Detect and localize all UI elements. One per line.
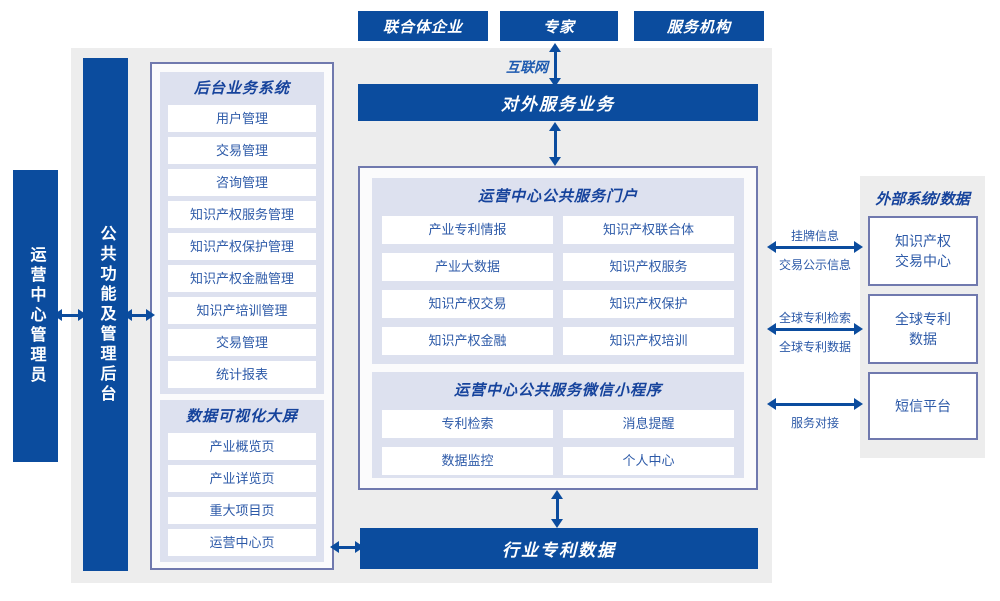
dashboard-item: 运营中心页 xyxy=(168,529,316,556)
external-system-ip-exchange: 知识产权 交易中心 xyxy=(868,216,978,286)
bidirectional-arrow-icon xyxy=(767,241,863,253)
portal-panel: 运营中心公共服务门户 产业专利情报 知识产权联合体 产业大数据 知识产权服务 知… xyxy=(372,178,744,364)
backend-item: 知识产培训管理 xyxy=(168,297,316,324)
data-visualization-panel: 数据可视化大屏 产业概览页 产业详览页 重大项目页 运营中心页 xyxy=(160,400,324,562)
external-system-label: 数据 xyxy=(909,331,937,347)
industry-patent-data-bar: 行业专利数据 xyxy=(360,528,758,569)
link-label-listing-info: 挂牌信息 xyxy=(790,229,839,243)
miniprogram-item: 专利检索 xyxy=(382,410,553,438)
miniprogram-item: 个人中心 xyxy=(563,447,734,475)
actor-box-alliance-enterprises: 联合体企业 xyxy=(358,11,488,41)
link-label-global-patent-data: 全球专利数据 xyxy=(778,340,851,354)
bidirectional-arrow-icon xyxy=(330,541,364,553)
external-system-global-patent-data: 全球专利 数据 xyxy=(868,294,978,364)
portal-item: 产业大数据 xyxy=(382,253,553,281)
miniprogram-items-grid: 专利检索 消息提醒 数据监控 个人中心 xyxy=(382,410,734,475)
external-service-bar: 对外服务业务 xyxy=(358,84,758,121)
backend-item: 咨询管理 xyxy=(168,169,316,196)
dashboard-item: 产业概览页 xyxy=(168,433,316,460)
bidirectional-arrow-icon xyxy=(767,323,863,335)
dashboard-panel-title: 数据可视化大屏 xyxy=(185,408,298,425)
operations-admin-label: 运营中心管理员 xyxy=(27,246,45,386)
public-function-backend-label: 公共功能及管理后台 xyxy=(97,224,115,405)
actor-box-experts: 专家 xyxy=(500,11,618,41)
external-system-label: 知识产权 xyxy=(895,233,951,249)
backend-item: 知识产权服务管理 xyxy=(168,201,316,228)
miniprogram-item: 数据监控 xyxy=(382,447,553,475)
external-system-label: 交易中心 xyxy=(895,253,951,269)
link-label-trade-publicity-info: 交易公示信息 xyxy=(778,258,851,272)
portal-item: 产业专利情报 xyxy=(382,216,553,244)
external-system-sms-platform: 短信平台 xyxy=(868,372,978,440)
portal-panel-title: 运营中心公共服务门户 xyxy=(477,188,638,205)
operations-admin-bar: 运营中心管理员 xyxy=(13,170,58,462)
dashboard-item: 重大项目页 xyxy=(168,497,316,524)
portal-item: 知识产权联合体 xyxy=(563,216,734,244)
public-function-backend-bar: 公共功能及管理后台 xyxy=(83,58,128,571)
miniprogram-panel-title: 运营中心公共服务微信小程序 xyxy=(453,382,662,399)
center-service-panel: 运营中心公共服务门户 产业专利情报 知识产权联合体 产业大数据 知识产权服务 知… xyxy=(358,166,758,490)
portal-item: 知识产权培训 xyxy=(563,327,734,355)
portal-item: 知识产权金融 xyxy=(382,327,553,355)
portal-items-grid: 产业专利情报 知识产权联合体 产业大数据 知识产权服务 知识产权交易 知识产权保… xyxy=(382,216,734,355)
portal-item: 知识产权保护 xyxy=(563,290,734,318)
external-system-label: 全球专利 xyxy=(895,311,951,327)
backend-item: 统计报表 xyxy=(168,361,316,388)
backend-item: 用户管理 xyxy=(168,105,316,132)
dashboard-item: 产业详览页 xyxy=(168,465,316,492)
backend-item: 交易管理 xyxy=(168,137,316,164)
backend-item: 知识产权金融管理 xyxy=(168,265,316,292)
link-label-service-connection: 服务对接 xyxy=(790,416,839,430)
miniprogram-panel: 运营中心公共服务微信小程序 专利检索 消息提醒 数据监控 个人中心 xyxy=(372,372,744,478)
left-systems-panel: 后台业务系统 用户管理 交易管理 咨询管理 知识产权服务管理 知识产权保护管理 … xyxy=(150,62,334,570)
actor-box-service-agencies: 服务机构 xyxy=(634,11,764,41)
bidirectional-arrow-icon xyxy=(767,398,863,410)
portal-item: 知识产权交易 xyxy=(382,290,553,318)
backend-item: 交易管理 xyxy=(168,329,316,356)
bidirectional-arrow-icon xyxy=(551,490,563,528)
internet-label: 互联网 xyxy=(506,59,548,75)
external-systems-title: 外部系统/数据 xyxy=(875,191,970,208)
bidirectional-arrow-icon xyxy=(123,309,155,321)
backend-panel-title: 后台业务系统 xyxy=(193,80,290,97)
backend-business-panel: 后台业务系统 用户管理 交易管理 咨询管理 知识产权服务管理 知识产权保护管理 … xyxy=(160,72,324,394)
bidirectional-arrow-icon xyxy=(53,309,87,321)
backend-item: 知识产权保护管理 xyxy=(168,233,316,260)
external-system-label: 短信平台 xyxy=(895,398,951,414)
link-label-global-patent-search: 全球专利检索 xyxy=(778,311,851,325)
bidirectional-arrow-icon xyxy=(549,43,561,87)
miniprogram-item: 消息提醒 xyxy=(563,410,734,438)
portal-item: 知识产权服务 xyxy=(563,253,734,281)
bidirectional-arrow-icon xyxy=(549,122,561,166)
